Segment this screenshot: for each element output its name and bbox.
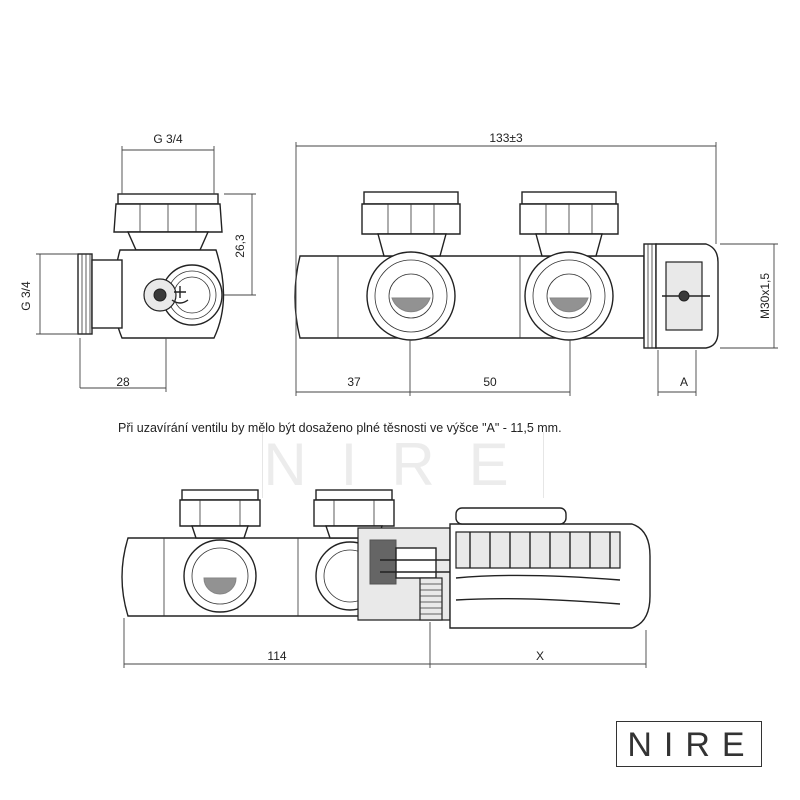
front-left-nut-cap	[363, 191, 459, 205]
dim-front-total: 133±3	[489, 131, 523, 145]
dim-front-a: A	[680, 375, 688, 389]
section-knurled-stem	[419, 577, 443, 621]
side-left-neck	[91, 259, 123, 329]
nire-watermark: NIRE	[262, 431, 544, 498]
side-view	[36, 146, 256, 392]
front-left-port	[366, 251, 456, 341]
dim-side-left: G 3/4	[19, 281, 33, 311]
front-right-port	[524, 251, 614, 341]
dim-side-width: 28	[116, 375, 130, 389]
dim-bottom-right: X	[536, 649, 544, 663]
dim-front-mid: 50	[483, 375, 497, 389]
side-top-nut-cap	[117, 193, 219, 205]
section-mid-nut	[313, 499, 395, 527]
section-left-nut	[179, 499, 261, 527]
front-right-nut-cap	[521, 191, 617, 205]
dim-front-thread: M30x1,5	[758, 273, 772, 319]
dim-front-left: 37	[347, 375, 361, 389]
front-view	[294, 142, 778, 396]
side-neck	[126, 231, 210, 251]
dim-side-top: G 3/4	[153, 132, 183, 146]
section-left-port	[183, 539, 257, 613]
plus-mark-icon	[174, 286, 186, 298]
section-view	[121, 489, 651, 668]
dim-side-height: 26,3	[233, 234, 247, 258]
nire-logo: NIRE	[616, 721, 762, 767]
front-thread	[643, 243, 657, 349]
installation-note: Při uzavírání ventilu by mělo být dosaže…	[118, 421, 562, 435]
dim-bottom-left: 114	[267, 649, 286, 663]
section-head-top	[455, 507, 567, 525]
